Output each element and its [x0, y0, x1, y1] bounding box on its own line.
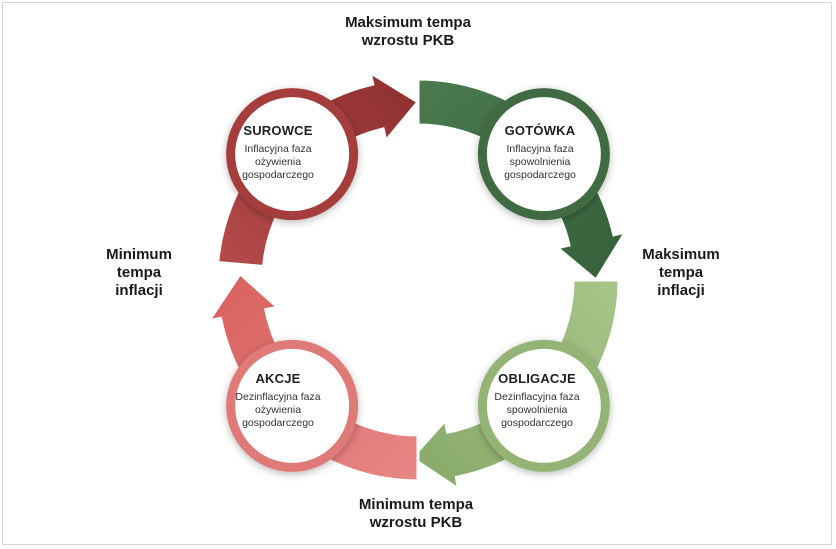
node-title: OBLIGACJE: [498, 371, 576, 386]
node-circle-obligacje: [477, 339, 610, 472]
node-title: GOTÓWKA: [504, 123, 576, 138]
label-min-inflation: Minimum tempa inflacji: [106, 246, 172, 299]
node-description: Inflacyjna faza ożywienia gospodarczego: [242, 143, 314, 181]
label-max-inflation: Maksimum tempa inflacji: [642, 246, 720, 299]
node-circle-gotowka: [477, 88, 610, 221]
phase-nodes: [226, 88, 610, 472]
node-obligacje: OBLIGACJE Dezinflacyjna faza spowolnieni…: [462, 371, 612, 430]
node-description: Dezinflacyjna faza spowolnienia gospodar…: [494, 391, 580, 429]
node-circle-surowce: [226, 88, 359, 221]
label-max-gdp-growth: Maksimum tempa wzrostu PKB: [345, 14, 471, 49]
node-circle-akcje: [226, 339, 359, 472]
node-surowce: SUROWCE Inflacyjna faza ożywienia gospod…: [203, 123, 353, 182]
node-gotowka: GOTÓWKA Inflacyjna faza spowolnienia gos…: [465, 123, 615, 182]
node-description: Dezinflacyjna faza ożywienia gospodarcze…: [235, 391, 321, 429]
node-title: AKCJE: [255, 371, 301, 386]
node-description: Inflacyjna faza spowolnienia gospodarcze…: [504, 143, 576, 181]
node-title: SUROWCE: [243, 123, 313, 138]
node-akcje: AKCJE Dezinflacyjna faza ożywienia gospo…: [203, 371, 353, 430]
label-min-gdp-growth: Minimum tempa wzrostu PKB: [358, 496, 474, 531]
